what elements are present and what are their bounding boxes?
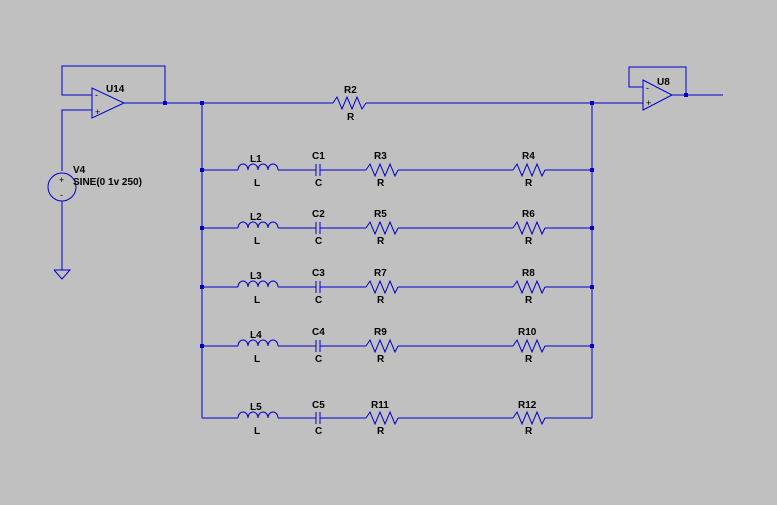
opamp-u14-plus-sign: + xyxy=(95,107,100,117)
l5-coil xyxy=(237,411,279,419)
opamp-u14-body xyxy=(91,87,126,119)
resistor-r6[interactable]: R6 R xyxy=(512,209,546,247)
l3-coil xyxy=(237,280,279,288)
branch-1: L1 L C1 C R3 R R4 R xyxy=(200,151,594,189)
u14-feedback-wire xyxy=(61,65,166,103)
u8-output-node xyxy=(684,93,688,97)
r3-value: R xyxy=(377,178,385,189)
r8-zigzag xyxy=(512,279,546,295)
l1-value: L xyxy=(254,178,260,189)
r6-ref: R6 xyxy=(522,209,535,220)
v4-value: SINE(0 1v 250) xyxy=(73,177,142,188)
c2-value: C xyxy=(315,236,322,247)
branch-3: L3 L C3 C R7 R R8 R xyxy=(200,268,594,306)
opamp-u8-ref: U8 xyxy=(657,77,670,88)
r9-value: R xyxy=(377,354,385,365)
r2-zigzag xyxy=(332,95,367,111)
r4-value: R xyxy=(525,178,533,189)
r5-zigzag xyxy=(365,220,399,236)
r7-ref: R7 xyxy=(374,268,387,279)
l4-ref: L4 xyxy=(250,330,262,341)
resistor-r5[interactable]: R5 R xyxy=(365,209,399,247)
l5-ref: L5 xyxy=(250,402,262,413)
v4-plus-sign: + xyxy=(59,175,64,185)
branch-4: L4 L C4 C R9 R R10 R xyxy=(200,327,594,365)
opamp-u14[interactable]: - + U14 xyxy=(91,84,126,119)
r7-zigzag xyxy=(365,279,399,295)
r10-zigzag xyxy=(512,338,546,354)
r8-ref: R8 xyxy=(522,268,535,279)
opamp-u8-plus-sign: + xyxy=(646,98,651,108)
opamp-u8[interactable]: - + U8 xyxy=(642,77,674,111)
r4-zigzag xyxy=(512,162,546,178)
r2-value: R xyxy=(347,112,355,123)
resistor-r10[interactable]: R10 R xyxy=(512,327,546,365)
opamp-u8-body xyxy=(642,79,674,111)
r10-ref: R10 xyxy=(518,327,537,338)
r5-ref: R5 xyxy=(374,209,387,220)
v4-ref: V4 xyxy=(73,165,86,176)
branch-2: L2 L C2 C R5 R R6 R xyxy=(200,209,594,247)
c5-ref: C5 xyxy=(312,400,325,411)
r4-ref: R4 xyxy=(522,151,535,162)
ground-symbol xyxy=(53,269,72,280)
l2-value: L xyxy=(254,236,260,247)
l1-coil xyxy=(237,163,279,171)
resistor-r9[interactable]: R9 R xyxy=(365,327,399,365)
c4-ref: C4 xyxy=(312,327,325,338)
resistor-r11[interactable]: R11 R xyxy=(365,400,399,437)
c3-value: C xyxy=(315,295,322,306)
r8-value: R xyxy=(525,295,533,306)
inductor-l5[interactable]: L5 L xyxy=(237,402,279,437)
r11-zigzag xyxy=(365,410,399,426)
r11-value: R xyxy=(377,426,385,437)
c2-ref: C2 xyxy=(312,209,325,220)
r12-ref: R12 xyxy=(518,400,537,411)
v4-minus-sign: - xyxy=(60,190,63,200)
inductor-l1[interactable]: L1 L xyxy=(237,154,279,189)
opamp-u14-ref: U14 xyxy=(106,84,125,95)
resistor-r3[interactable]: R3 R xyxy=(365,151,399,189)
inductor-l4[interactable]: L4 L xyxy=(237,330,279,365)
u8-feedback-wire xyxy=(628,66,687,95)
r6-zigzag xyxy=(512,220,546,236)
branch-5: L5 L C5 C R11 R R12 R xyxy=(202,400,592,437)
r10-value: R xyxy=(525,354,533,365)
r5-value: R xyxy=(377,236,385,247)
u14-input-wire xyxy=(61,109,92,171)
opamp-u8-minus-sign: - xyxy=(646,83,649,93)
inductor-l3[interactable]: L3 L xyxy=(237,271,279,306)
resistor-r8[interactable]: R8 R xyxy=(512,268,546,306)
r11-ref: R11 xyxy=(371,400,389,411)
r9-ref: R9 xyxy=(374,327,387,338)
r12-value: R xyxy=(525,426,533,437)
r3-ref: R3 xyxy=(374,151,387,162)
l4-coil xyxy=(237,339,279,347)
l3-ref: L3 xyxy=(250,271,262,282)
c4-value: C xyxy=(315,354,322,365)
r9-zigzag xyxy=(365,338,399,354)
l2-coil xyxy=(237,221,279,229)
l4-value: L xyxy=(254,354,260,365)
c3-ref: C3 xyxy=(312,268,325,279)
r3-zigzag xyxy=(365,162,399,178)
l5-value: L xyxy=(254,426,260,437)
l1-ref: L1 xyxy=(250,154,262,165)
resistor-r4[interactable]: R4 R xyxy=(512,151,546,189)
resistor-r2[interactable]: R2 R xyxy=(332,85,367,123)
r2-ref: R2 xyxy=(344,85,357,96)
l3-value: L xyxy=(254,295,260,306)
r6-value: R xyxy=(525,236,533,247)
resistor-r7[interactable]: R7 R xyxy=(365,268,399,306)
c5-value: C xyxy=(315,426,322,437)
inductor-l2[interactable]: L2 L xyxy=(237,212,279,247)
resistor-r12[interactable]: R12 R xyxy=(512,400,546,437)
l2-ref: L2 xyxy=(250,212,262,223)
c1-value: C xyxy=(315,178,322,189)
opamp-u14-minus-sign: - xyxy=(95,90,98,100)
c1-ref: C1 xyxy=(312,151,325,162)
r12-zigzag xyxy=(512,410,546,426)
r7-value: R xyxy=(377,295,385,306)
